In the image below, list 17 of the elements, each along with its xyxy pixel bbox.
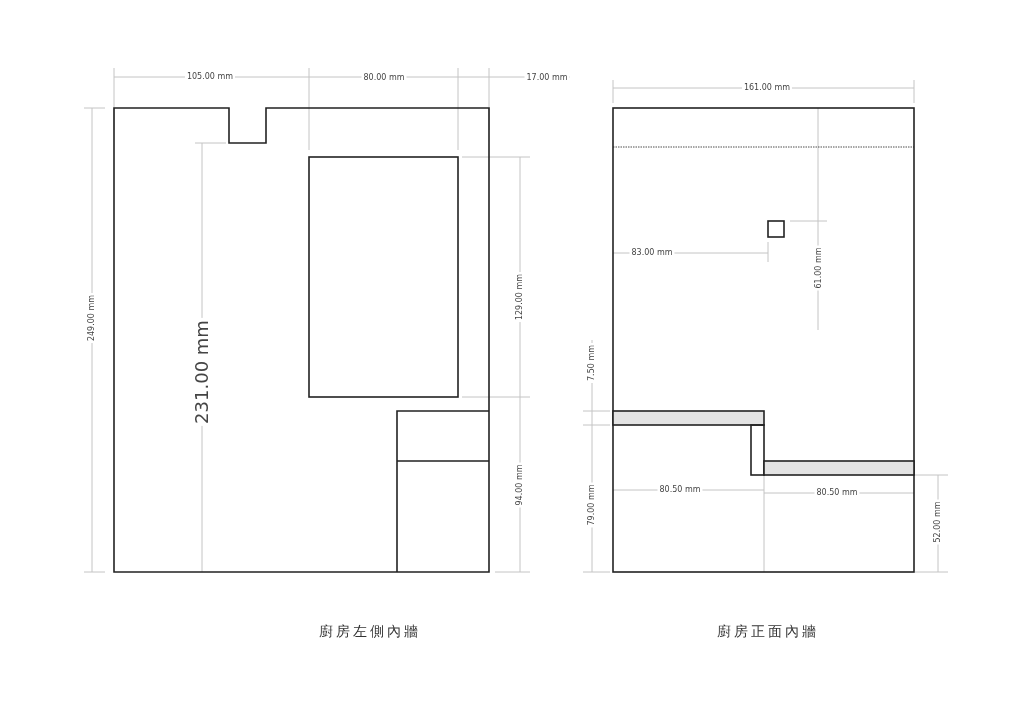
- dimension-label: 80.50 mm: [814, 489, 860, 497]
- dimension-label: 17.00 mm: [524, 74, 570, 82]
- dimension-label: 79.00 mm: [588, 482, 596, 528]
- drawing-caption: 廚房正面內牆: [717, 623, 819, 641]
- dimension-label: 61.00 mm: [815, 245, 823, 291]
- drawing-caption: 廚房左側內牆: [319, 623, 421, 641]
- dimension-label: 52.00 mm: [934, 499, 942, 545]
- dimension-label: 80.50 mm: [657, 486, 703, 494]
- dimension-label: 161.00 mm: [741, 84, 793, 92]
- dimension-label: 105.00 mm: [184, 73, 236, 81]
- dimension-label: 94.00 mm: [516, 462, 524, 508]
- dimension-label: 129.00 mm: [516, 271, 524, 323]
- dimension-label: 80.00 mm: [361, 74, 407, 82]
- dimension-label: 83.00 mm: [629, 249, 675, 257]
- dimension-label: 7.50 mm: [588, 343, 596, 383]
- dimension-label: 249.00 mm: [88, 292, 96, 344]
- dimension-label: 231.00 mm: [193, 318, 211, 426]
